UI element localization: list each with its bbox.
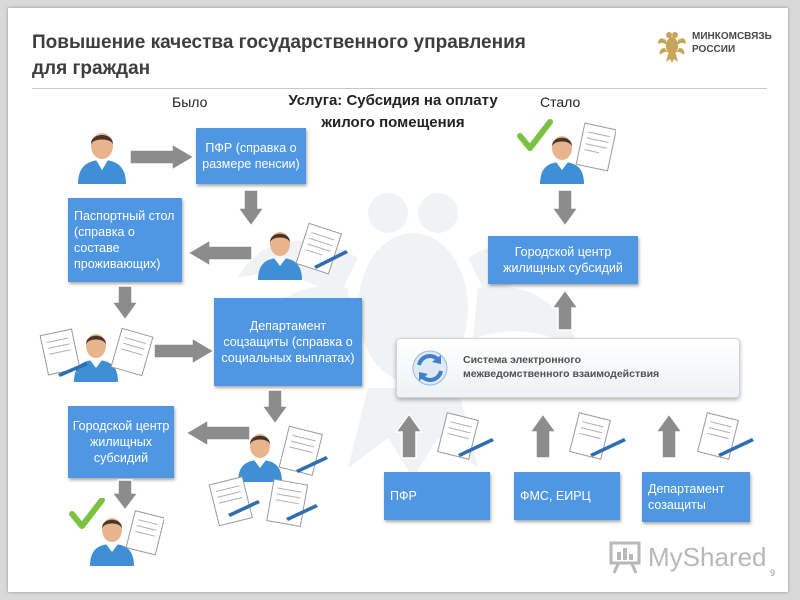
arrow-down-icon	[110, 479, 140, 512]
arrow-up-icon	[528, 412, 558, 459]
service-title: Услуга: Субсидия на оплату жилого помеще…	[258, 90, 528, 134]
document-pen-icon	[697, 412, 754, 460]
arrow-down-icon	[236, 189, 266, 228]
arrow-up-icon	[394, 412, 424, 459]
citizen-with-documents-icon	[39, 327, 154, 382]
source-social-box: Департамент созащиты	[642, 472, 750, 522]
after-label: Стало	[540, 94, 581, 110]
document-pen-icon	[437, 412, 494, 460]
citizen-with-documents-icon	[258, 222, 348, 280]
logo-line-1: МИНКОМСВЯЗЬ	[692, 31, 772, 42]
presentation-board-icon	[609, 541, 641, 574]
title-line-2: для граждан	[32, 58, 151, 79]
arrow-right-icon	[129, 142, 196, 172]
pfr-box: ПФР (справка о размере пенсии)	[196, 128, 306, 184]
system-label-line-1: Система электронного	[463, 354, 581, 366]
arrow-down-icon	[110, 285, 140, 322]
arrow-up-icon	[550, 288, 580, 331]
slide-title: Повышение качества государственного упра…	[32, 30, 592, 82]
system-label: Система электронного межведомственного в…	[463, 353, 659, 381]
logo-line-2: РОССИИ	[692, 44, 736, 55]
arrow-left-icon	[186, 238, 253, 268]
source-pfr-box: ПФР	[384, 472, 490, 520]
title-divider	[32, 88, 767, 89]
social-dept-box: Департамент соцзащиты (справка о социаль…	[214, 298, 362, 386]
eagle-emblem-icon	[658, 32, 686, 63]
arrow-up-icon	[654, 412, 684, 459]
housing-center-box-after: Городской центр жилищных субсидий	[488, 236, 638, 284]
arrow-down-icon	[550, 189, 580, 228]
before-label: Было	[172, 94, 208, 110]
source-fms-box: ФМС, ЕИРЦ	[514, 472, 620, 520]
citizen-with-documents-icon	[208, 425, 328, 528]
page-number: 9	[770, 568, 776, 578]
document-pen-icon	[569, 412, 626, 460]
citizen-person-icon	[78, 133, 126, 184]
service-title-line-1: Услуга: Субсидия на оплату	[288, 92, 498, 109]
title-line-1: Повышение качества государственного упра…	[32, 32, 526, 53]
ministry-logo-text: МИНКОМСВЯЗЬ РОССИИ	[692, 30, 772, 56]
slide: Повышение качества государственного упра…	[8, 8, 788, 592]
myshared-brand: MyShared	[648, 542, 767, 572]
approved-citizen-icon	[69, 498, 164, 566]
approved-citizen-icon	[517, 119, 616, 184]
service-title-line-2: жилого помещения	[321, 114, 465, 131]
arrow-down-icon	[260, 389, 290, 426]
arrow-left-icon	[184, 418, 251, 448]
e-interaction-system-panel: Система электронного межведомственного в…	[396, 338, 740, 398]
arrow-right-icon	[153, 336, 216, 366]
system-label-line-2: межведомственного взаимодействия	[463, 368, 660, 380]
sync-icon	[412, 350, 448, 386]
housing-center-box-before: Городской центр жилищных субсидий	[68, 406, 174, 478]
passport-office-box: Паспортный стол (справка о составе прожи…	[68, 198, 182, 282]
